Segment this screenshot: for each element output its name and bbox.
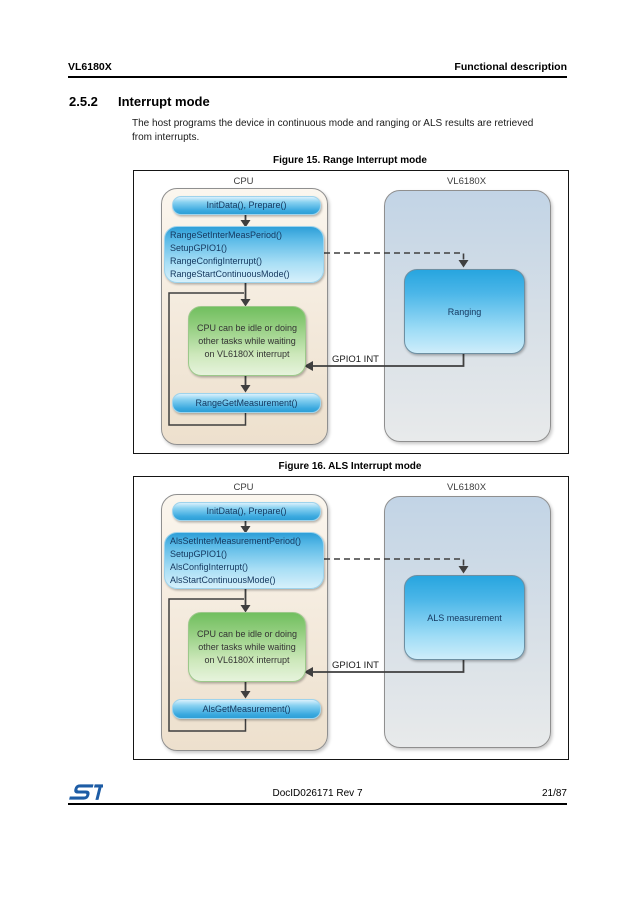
device-column-label: VL6180X [446, 482, 487, 493]
init-pill: InitData(), Prepare() [172, 502, 321, 521]
figure-16-frame: CPU VL6180X InitData(), Prepare() [133, 476, 569, 760]
idle-note-line: on VL6180X interrupt [204, 654, 290, 665]
get-measurement-pill: AlsGetMeasurement() [172, 699, 321, 719]
setup-call-line: SetupGPIO1() [170, 243, 228, 253]
setup-call-line: RangeStartContinuousMode() [170, 269, 290, 279]
init-pill: InitData(), Prepare() [172, 196, 321, 215]
device-process-box: Ranging [404, 269, 525, 354]
idle-note-box: CPU can be idle or doing other tasks whi… [188, 306, 306, 376]
figure-15-frame: CPU VL6180X InitData(), Prepare() [133, 170, 569, 454]
flow-connectors [168, 519, 469, 732]
device-column-label: VL6180X [446, 176, 487, 187]
body-line: The host programs the device in continuo… [132, 118, 534, 129]
setup-calls-box: RangeSetInterMeasPeriod() SetupGPIO1() R… [164, 226, 324, 283]
setup-call-line: AlsStartContinuousMode() [170, 575, 276, 585]
setup-call-line: AlsSetInterMeasurementPeriod() [170, 536, 302, 546]
setup-call-line: SetupGPIO1() [170, 549, 228, 559]
flow-connectors [168, 213, 469, 426]
device-process-label: ALS measurement [427, 612, 502, 623]
idle-note-line: other tasks while waiting [198, 335, 296, 346]
figure-16-caption: Figure 16. ALS Interrupt mode [278, 461, 422, 472]
header-product-name: VL6180X [68, 61, 112, 73]
footer-page-number: 21/87 [541, 788, 567, 799]
gpio-int-label: GPIO1 INT [332, 354, 379, 365]
setup-call-line: AlsConfigInterrupt() [170, 562, 249, 572]
setup-call-line: RangeSetInterMeasPeriod() [170, 230, 283, 240]
footer-doc-id: DocID026171 Rev 7 [272, 788, 363, 799]
body-paragraph: The host programs the device in continuo… [132, 117, 577, 144]
idle-note-line: other tasks while waiting [198, 641, 296, 652]
idle-note-line: CPU can be idle or doing [196, 322, 298, 333]
setup-call-line: RangeConfigInterrupt() [170, 256, 263, 266]
idle-note-line: CPU can be idle or doing [196, 628, 298, 639]
idle-note-line: on VL6180X interrupt [204, 348, 290, 359]
device-process-label: Ranging [447, 306, 482, 317]
section-title: Interrupt mode [118, 94, 210, 109]
footer-rule [68, 803, 567, 805]
device-process-box: ALS measurement [404, 575, 525, 660]
header-section-name: Functional description [454, 61, 567, 73]
body-line: from interrupts. [132, 131, 200, 143]
header-rule [68, 76, 567, 78]
cpu-column-label: CPU [233, 176, 254, 187]
figure-15-caption: Figure 15. Range Interrupt mode [273, 155, 427, 166]
idle-note-box: CPU can be idle or doing other tasks whi… [188, 612, 306, 682]
section-number: 2.5.2 [69, 94, 98, 109]
gpio-int-label: GPIO1 INT [332, 660, 379, 671]
setup-calls-box: AlsSetInterMeasurementPeriod() SetupGPIO… [164, 532, 324, 589]
cpu-column-label: CPU [233, 482, 254, 493]
get-measurement-pill: RangeGetMeasurement() [172, 393, 321, 413]
